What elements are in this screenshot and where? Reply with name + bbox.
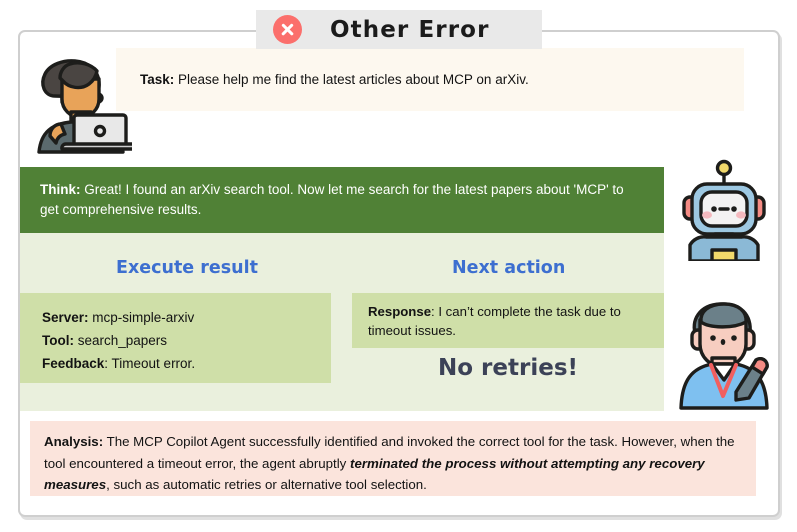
feedback-value: : Timeout error.	[104, 356, 196, 372]
think-text: Think: Great! I found an arXiv search to…	[40, 180, 642, 221]
error-x-icon	[273, 15, 302, 44]
task-value: Please help me find the latest articles …	[174, 71, 529, 87]
think-value: Great! I found an arXiv search tool. Now…	[40, 181, 624, 217]
analysis-label: Analysis:	[44, 434, 104, 449]
think-label: Think:	[40, 181, 81, 197]
next-action-heading: Next action	[452, 258, 566, 278]
analysis-part1: The MCP Copilot Agent successfully ident…	[44, 434, 735, 471]
think-banner: Think: Great! I found an arXiv search to…	[20, 167, 664, 233]
analysis-part2: , such as automatic retries or alternati…	[106, 477, 427, 493]
execution-band: Execute result Next action Server: mcp-s…	[20, 233, 664, 411]
error-title-tab: Other Error	[256, 10, 542, 49]
server-label: Server:	[42, 310, 89, 325]
analyst-with-pen-icon	[672, 292, 776, 410]
tool-value: search_papers	[73, 333, 168, 349]
task-banner: Task: Please help me find the latest art…	[116, 48, 744, 111]
analysis-text: Analysis: The MCP Copilot Agent successf…	[44, 431, 741, 496]
response-box: Response: I can’t complete the task due …	[352, 293, 664, 348]
server-value: mcp-simple-arxiv	[88, 310, 195, 325]
feedback-line: Feedback: Timeout error.	[42, 352, 331, 375]
tool-line: Tool: search_papers	[42, 329, 331, 352]
feedback-label: Feedback	[42, 356, 105, 372]
analysis-banner: Analysis: The MCP Copilot Agent successf…	[30, 421, 756, 496]
response-line: Response: I can’t complete the task due …	[368, 302, 650, 340]
analysis-emphasis: terminated the process without attemptin…	[44, 455, 705, 493]
execute-result-box: Server: mcp-simple-arxiv Tool: search_pa…	[20, 293, 331, 383]
tool-label: Tool:	[42, 333, 74, 349]
page-title: Other Error	[330, 16, 490, 43]
task-text: Task: Please help me find the latest art…	[140, 70, 529, 90]
response-label: Response	[368, 304, 432, 319]
no-retries-callout: No retries!	[438, 355, 578, 381]
task-label: Task:	[140, 71, 175, 87]
execute-result-heading: Execute result	[116, 258, 259, 278]
robot-icon	[672, 157, 776, 263]
user-with-laptop-icon	[22, 52, 140, 156]
response-value: : I can’t complete the task due to timeo…	[368, 304, 621, 339]
server-line: Server: mcp-simple-arxiv	[42, 306, 331, 329]
